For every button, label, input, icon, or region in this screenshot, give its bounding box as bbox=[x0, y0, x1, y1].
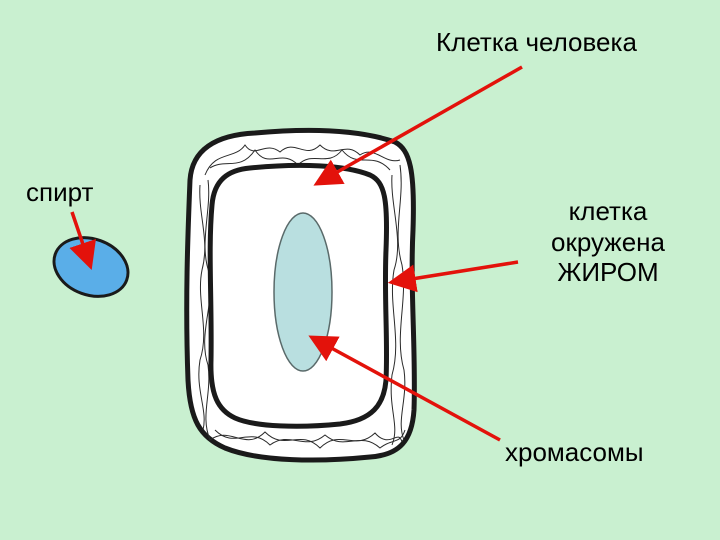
label-fat-line2: окружена bbox=[500, 227, 716, 258]
label-fat-line1: клетка bbox=[500, 196, 716, 227]
nucleus bbox=[274, 213, 332, 371]
label-fat-line3: ЖИРОМ bbox=[500, 257, 716, 288]
label-spirit: спирт bbox=[26, 177, 93, 208]
label-fat: клетка окружена ЖИРОМ bbox=[500, 196, 716, 288]
label-chromosomes: хромасомы bbox=[505, 437, 644, 468]
label-human-cell: Клетка человека bbox=[436, 27, 637, 58]
